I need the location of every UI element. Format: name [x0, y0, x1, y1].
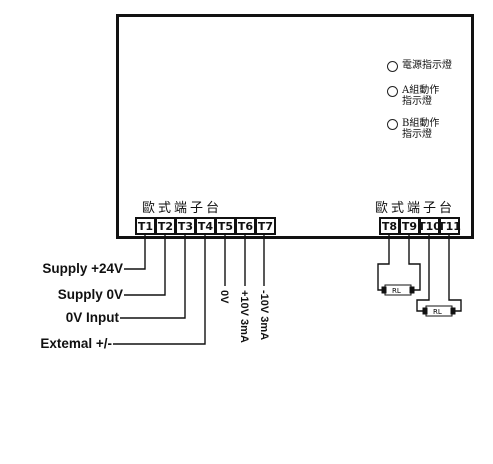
terminal-block-header-left: 歐式端子台: [142, 201, 223, 216]
label-supply-24v: Supply +24V: [42, 261, 123, 276]
group-a-indicator: A組動作 指示燈: [387, 85, 439, 107]
label-t6-voltage: +10V 3mA: [238, 290, 250, 343]
terminal-t5: T5: [215, 217, 236, 235]
label-input-0v: 0V Input: [65, 310, 119, 325]
group-b-indicator-label: B組動作 指示燈: [402, 118, 440, 140]
power-indicator: 電源指示燈: [387, 60, 452, 72]
terminal-block-header-right: 歐式端子台: [375, 201, 456, 216]
terminal-t6: T6: [235, 217, 256, 235]
group-a-indicator-label: A組動作 指示燈: [402, 85, 440, 107]
power-indicator-label: 電源指示燈: [402, 60, 452, 71]
label-supply-0v: Supply 0V: [57, 287, 123, 302]
wire-t2: [124, 235, 166, 296]
terminal-t2: T2: [155, 217, 176, 235]
group-b-indicator: B組動作 指示燈: [387, 118, 439, 140]
wire-t11: [448, 235, 462, 312]
relay-2-label: RL: [433, 308, 442, 316]
wire-t3: [120, 235, 186, 319]
indicator-led-icon: [387, 61, 398, 72]
terminal-t9: T9: [399, 217, 420, 235]
label-t5-voltage: 0V: [218, 290, 230, 304]
label-t7-voltage: -10V 3mA: [258, 290, 270, 341]
label-external: Extemal +/-: [40, 336, 112, 351]
wire-t9: [408, 235, 421, 291]
wire-t1: [124, 235, 146, 270]
controller-housing: [116, 14, 474, 239]
wire-t4: [113, 235, 206, 345]
terminal-t11: T11: [438, 217, 461, 235]
wire-t10: [416, 235, 430, 312]
indicator-led-icon: [387, 86, 398, 97]
relay-1-label: RL: [392, 287, 401, 295]
terminal-t10: T10: [418, 217, 441, 235]
terminal-t7: T7: [255, 217, 276, 235]
wire-t8: [377, 235, 390, 291]
indicator-led-icon: [387, 119, 398, 130]
